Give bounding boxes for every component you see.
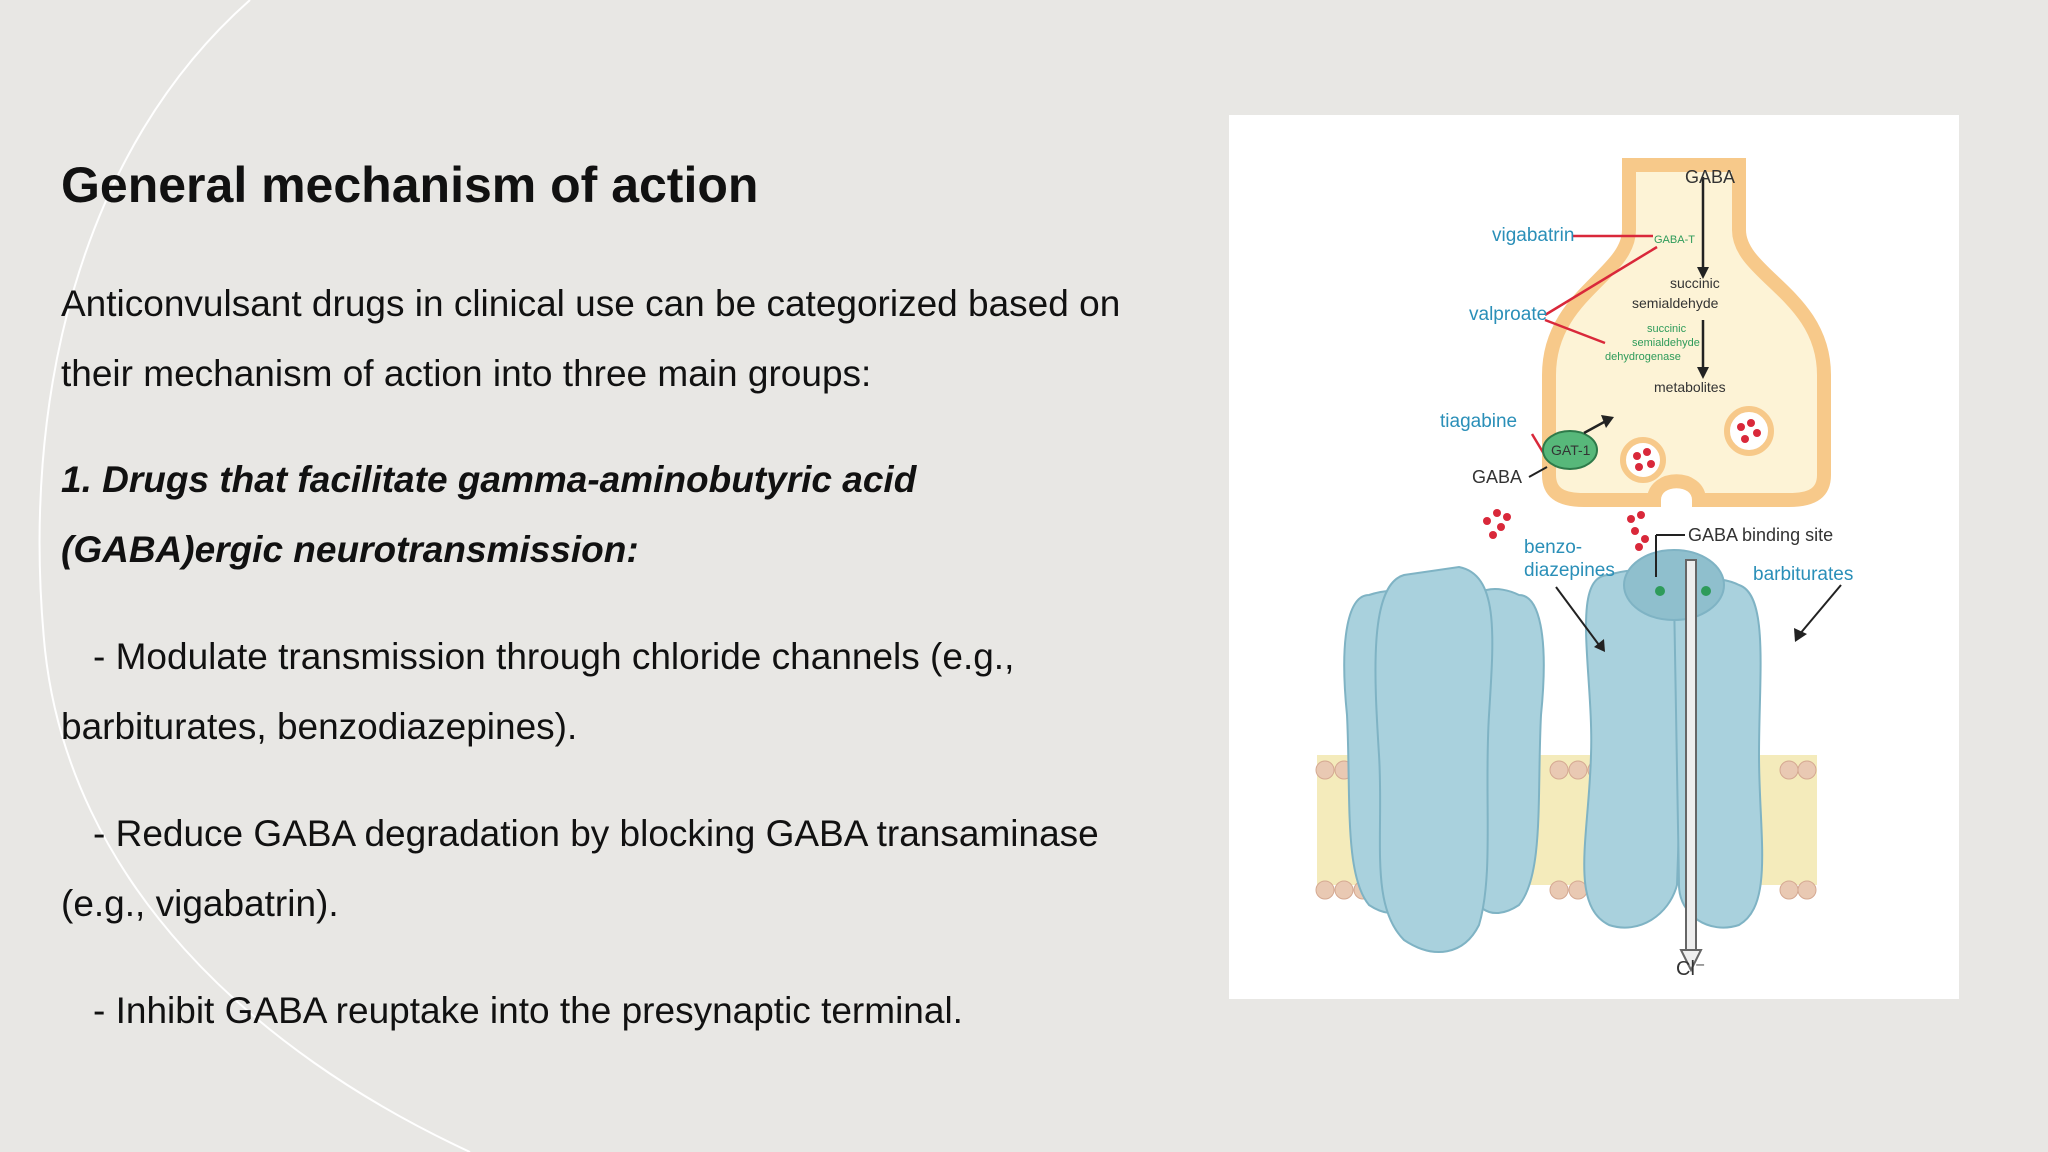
intro-line: Anticonvulsant drugs in clinical use can… [61,283,1121,324]
intro-line: their mechanism of action into three mai… [61,353,872,394]
group-heading-line: (GABA)ergic neurotransmission: [61,529,639,570]
gaba-synapse-figure: GABA vigabatrin GABA-T succinic semialde… [1229,115,1959,999]
label-tiagabine: tiagabine [1440,411,1517,432]
bullet-line: (e.g., vigabatrin). [61,883,339,924]
chloride-channel-right [1583,549,1764,929]
group-heading: 1. Drugs that facilitate gamma-aminobuty… [61,445,1161,585]
label-semialdehyde: semialdehyde [1632,295,1719,311]
bullet-item: - Modulate transmission through chloride… [61,622,1181,762]
group-heading-line: 1. Drugs that facilitate gamma-aminobuty… [61,459,917,500]
label-gaba-top: GABA [1685,167,1735,187]
label-benzo-1: benzo- [1524,537,1582,558]
label-ssadh-3: dehydrogenase [1605,351,1681,363]
bullet-line: - Inhibit GABA reuptake into the presyna… [93,990,963,1031]
vesicle [1620,437,1666,483]
bullet-line: - Modulate transmission through chloride… [93,636,1015,677]
intro-paragraph: Anticonvulsant drugs in clinical use can… [61,269,1181,409]
synapse-diagram: GABA vigabatrin GABA-T succinic semialde… [1315,158,1853,980]
label-gaba-left: GABA [1472,467,1522,487]
vesicle [1724,406,1774,456]
slide-title: General mechanism of action [61,157,759,213]
label-valproate: valproate [1469,304,1547,325]
label-vigabatrin: vigabatrin [1492,225,1574,246]
bullet-line: - Reduce GABA degradation by blocking GA… [93,813,1099,854]
bullet-item: - Inhibit GABA reuptake into the presyna… [61,976,1181,1046]
label-benzo-2: diazepines [1524,560,1615,581]
label-gaba-binding-site: GABA binding site [1688,525,1833,545]
chloride-channel-left [1343,565,1545,953]
label-ssadh-2: semialdehyde [1632,337,1700,349]
label-succinic: succinic [1670,275,1720,291]
label-gat1: GAT-1 [1551,442,1591,458]
label-barbiturates: barbiturates [1753,564,1853,585]
label-gaba-t: GABA-T [1654,234,1695,246]
bullet-line: barbiturates, benzodiazepines). [61,706,578,747]
label-ssadh-1: succinic [1647,323,1687,335]
bullet-item: - Reduce GABA degradation by blocking GA… [61,799,1181,939]
label-chloride: Cl⁻ [1676,958,1705,980]
label-metabolites: metabolites [1654,379,1726,395]
gat1-transporter [1542,430,1598,470]
